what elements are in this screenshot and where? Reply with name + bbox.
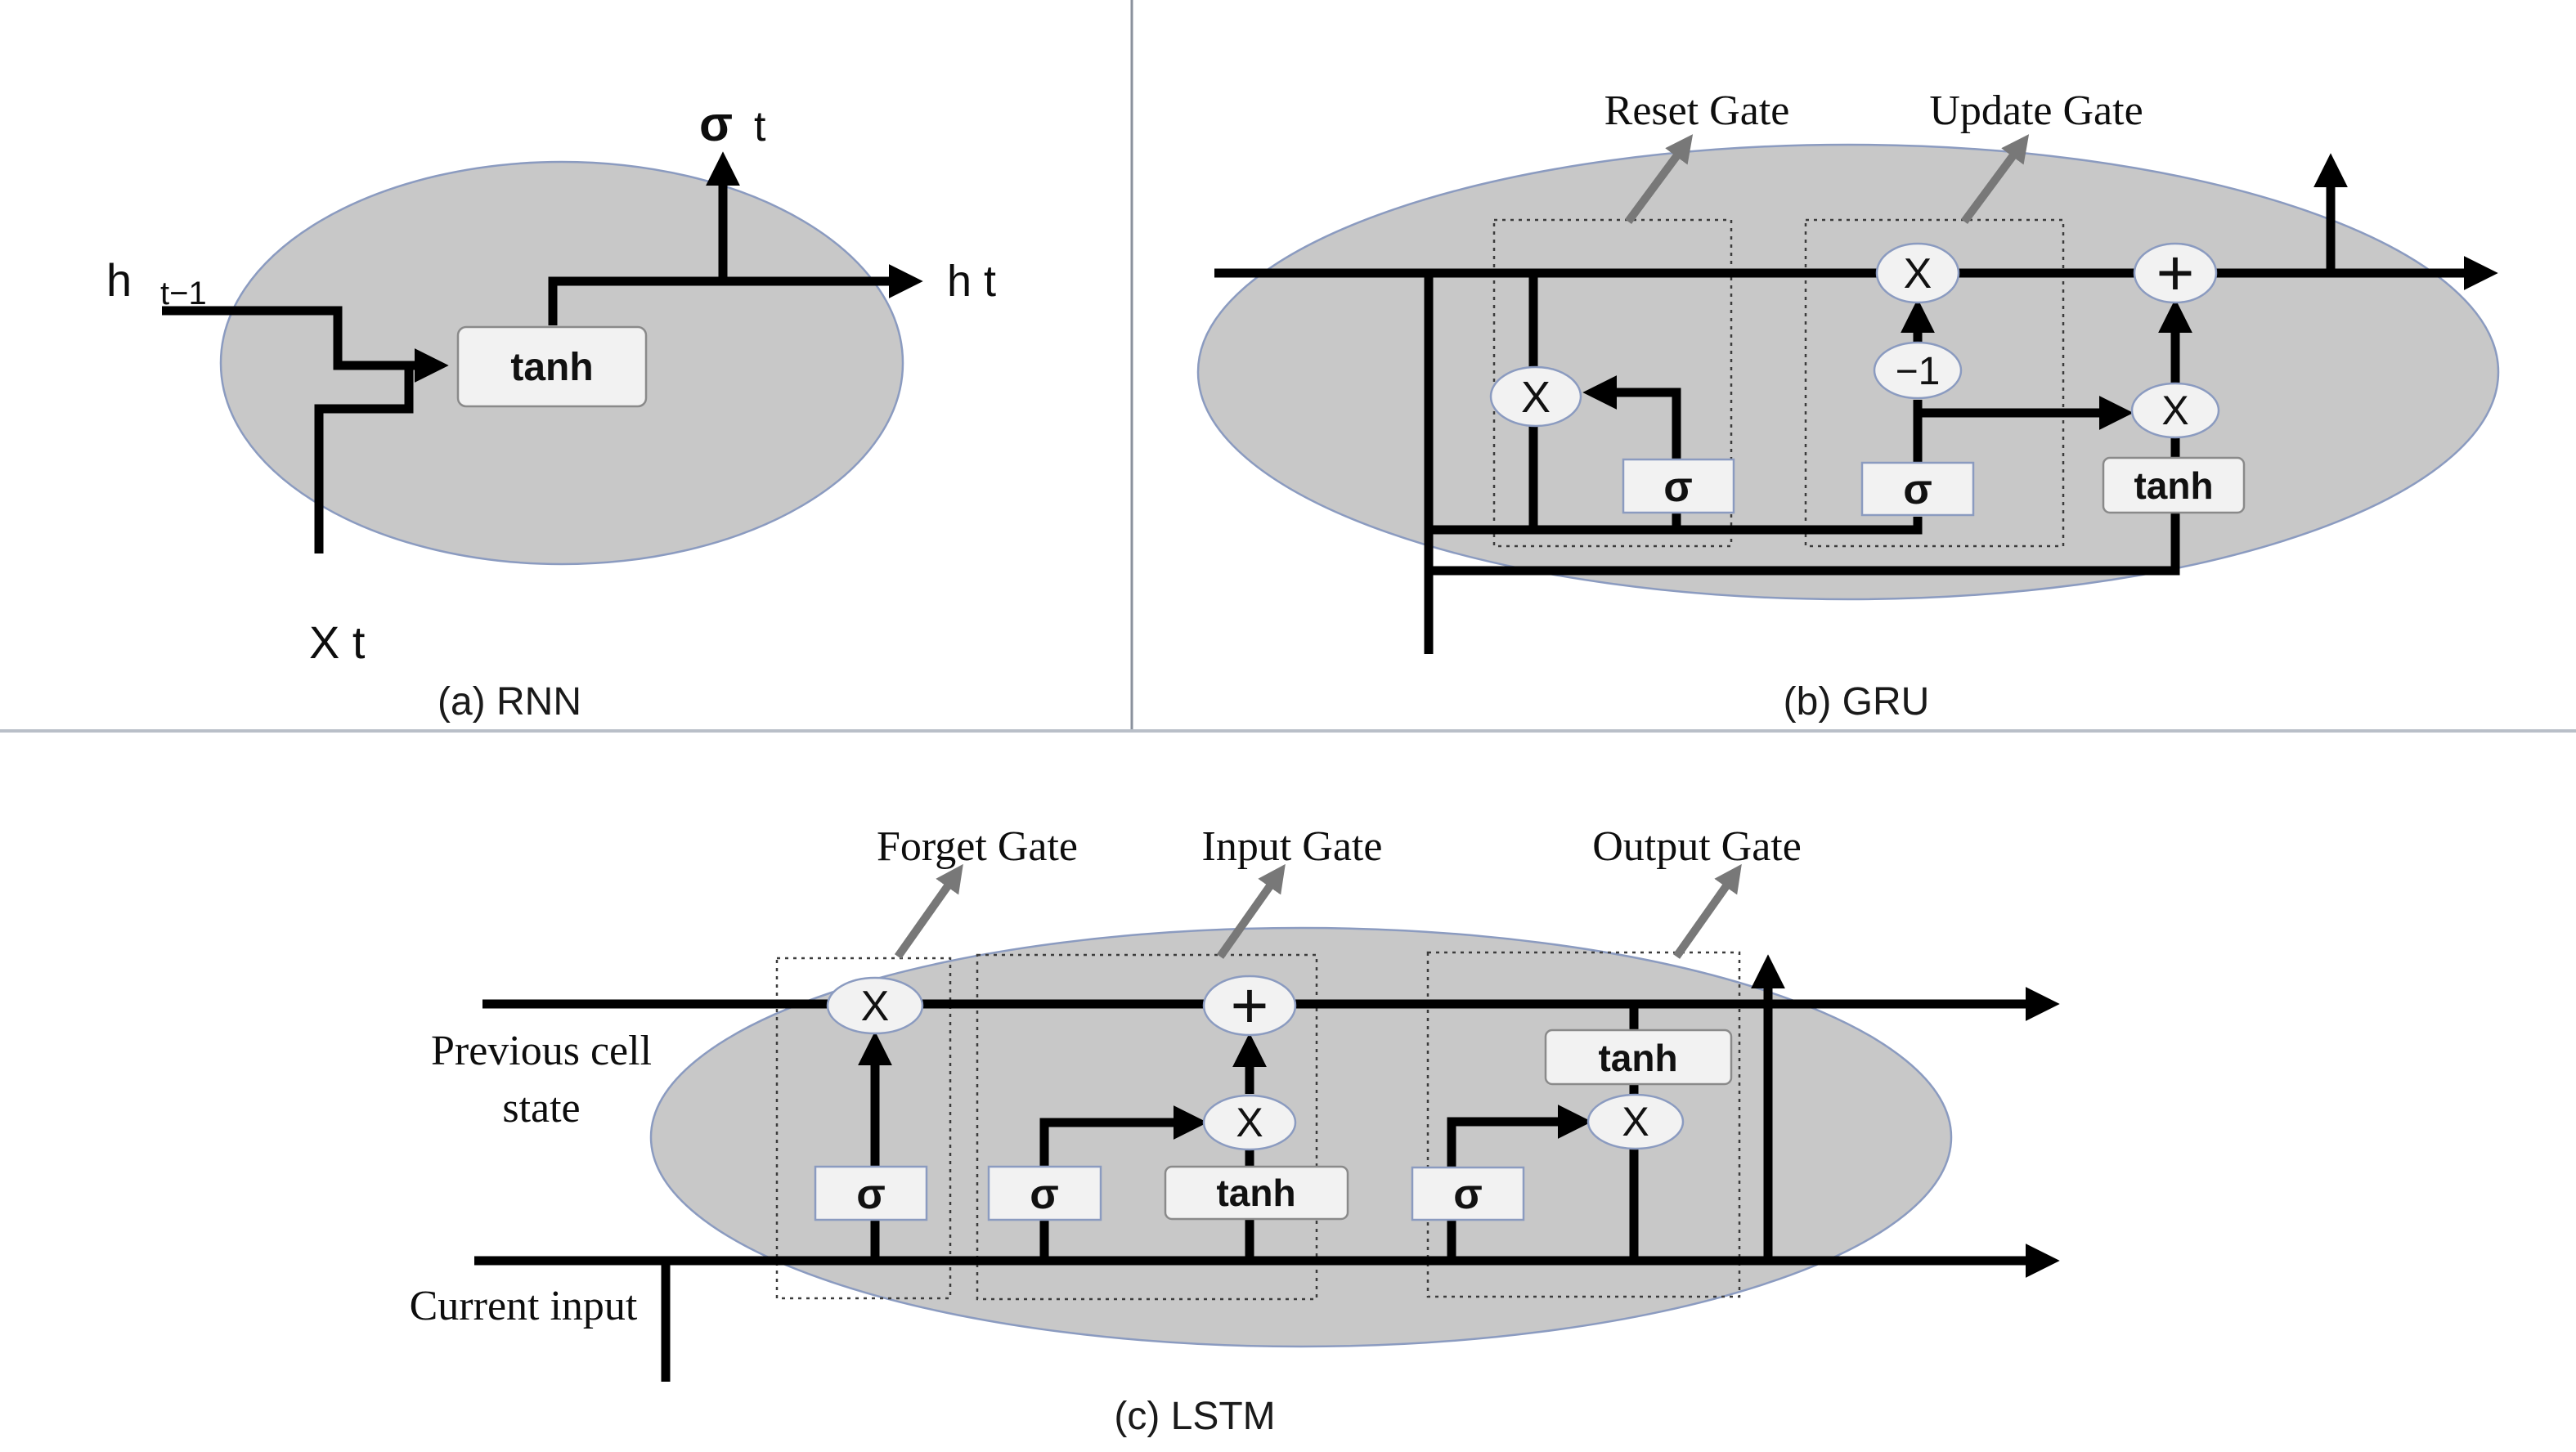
lstm-input-sigma-label: σ	[1030, 1171, 1059, 1218]
lstm-input-gate-box	[976, 953, 1318, 1301]
lstm-current-input-label: Current input	[410, 1283, 638, 1329]
gru-minus-one-node	[1873, 341, 1963, 400]
gru-add-node	[2133, 242, 2218, 304]
lstm-forget-sigma-label: σ	[856, 1171, 886, 1218]
lstm-output-tanh-label: tanh	[1598, 1037, 1677, 1079]
lstm-output-gate-pointer-arrow	[1672, 863, 1742, 959]
lstm-add-node	[1202, 975, 1297, 1037]
gru-reset-sigma-label: σ	[1663, 464, 1693, 511]
lstm-forget-gate-pointer-arrow	[894, 863, 963, 959]
gru-state-mult-label: X	[1904, 250, 1932, 298]
rnn-state-output-sigma: σ	[699, 96, 733, 151]
lstm-input-tanh-box	[1164, 1165, 1349, 1221]
lstm-output-gate-label: Output Gate	[1592, 823, 1802, 870]
gru-candidate-mult-node	[2130, 382, 2220, 439]
lstm-output-gate-box	[1426, 951, 1741, 1298]
rnn-hidden-output-wire	[548, 264, 923, 325]
gru-reset-gate-pointer-arrow	[1624, 134, 1694, 224]
gru-update-gate-box	[1804, 218, 2065, 548]
gru-panel: X X + −1 X σ σ tanh Reset Gate Update Ga…	[1196, 87, 2500, 724]
lstm-output-tanh-box	[1544, 1028, 1733, 1086]
gru-reset-mult-arrow	[1582, 375, 1681, 461]
rnn-current-input-wire	[314, 367, 414, 553]
lstm-output-sigma-label: σ	[1453, 1171, 1483, 1218]
lstm-input-mult-node	[1202, 1094, 1297, 1151]
gru-reset-gate-box	[1492, 218, 1733, 548]
gru-lower-bus-wire	[1425, 517, 1923, 535]
lstm-output-sigma-elbow-arrow	[1447, 1105, 1592, 1169]
lstm-prev-cell-label-line1: Previous cell	[431, 1028, 652, 1074]
lstm-add-label: +	[1231, 969, 1269, 1042]
gru-tanh-label: tanh	[2134, 464, 2213, 507]
rnn-tanh-label: tanh	[510, 346, 593, 389]
lstm-caption: (c) LSTM	[1114, 1395, 1275, 1438]
gru-reset-gate-label: Reset Gate	[1604, 87, 1790, 134]
gru-reset-mult-node	[1489, 365, 1582, 428]
lstm-input-mult-label: X	[1236, 1100, 1263, 1145]
lstm-forget-gate-box	[775, 957, 952, 1300]
lstm-input-sigma-box	[987, 1165, 1102, 1221]
lstm-forget-mult-node	[826, 976, 924, 1035]
gru-candidate-mult-label: X	[2161, 388, 2188, 433]
gru-minus-one-label: −1	[1896, 350, 1941, 393]
gru-tanh-box	[2102, 456, 2246, 514]
gru-add-label: +	[2156, 236, 2195, 309]
lstm-forget-mult-label: X	[861, 983, 890, 1030]
gru-update-gate-label: Update Gate	[1929, 87, 2143, 134]
lstm-forget-sigma-box	[814, 1165, 928, 1221]
gru-caption: (b) GRU	[1784, 680, 1930, 724]
rnn-hidden-input-wire	[162, 306, 449, 383]
gru-state-mult-node	[1875, 242, 1960, 304]
gru-update-sigma-label: σ	[1903, 466, 1932, 513]
lstm-input-gate-pointer-arrow	[1216, 863, 1286, 959]
lstm-output-mult-label: X	[1622, 1099, 1649, 1145]
lstm-forget-gate-label: Forget Gate	[877, 823, 1078, 870]
rnn-hidden-input-subscript: t−1	[160, 276, 207, 311]
gru-update-gate-pointer-arrow	[1960, 134, 2030, 224]
rnn-current-input-label: X t	[309, 616, 366, 668]
rnn-hidden-output-label: h t	[947, 257, 996, 306]
lstm-output-mult-node	[1586, 1093, 1685, 1150]
rnn-tanh-box	[456, 325, 648, 408]
lstm-input-tanh-label: tanh	[1216, 1172, 1295, 1214]
gru-candidate-bus-wire	[1425, 511, 2180, 576]
rnn-panel: tanh h t−1 X t σ t h t (a) RNN	[106, 96, 996, 724]
gru-reset-mult-label: X	[1521, 373, 1551, 422]
lstm-output-sigma-box	[1411, 1166, 1525, 1221]
rnn-state-output-sub: t	[754, 103, 766, 150]
gru-update-sigma-box	[1860, 461, 1975, 517]
rnn-hidden-input-label: h	[106, 254, 132, 306]
lstm-panel: X + X X σ σ tanh σ tanh Forget Gate Inpu…	[410, 823, 2060, 1438]
lstm-input-sigma-elbow-arrow	[1039, 1105, 1208, 1167]
rnn-caption: (a) RNN	[438, 680, 581, 724]
gru-reset-sigma-box	[1622, 458, 1735, 514]
lstm-input-gate-label: Input Gate	[1202, 823, 1383, 870]
lstm-prev-cell-label-line2: state	[502, 1085, 580, 1132]
